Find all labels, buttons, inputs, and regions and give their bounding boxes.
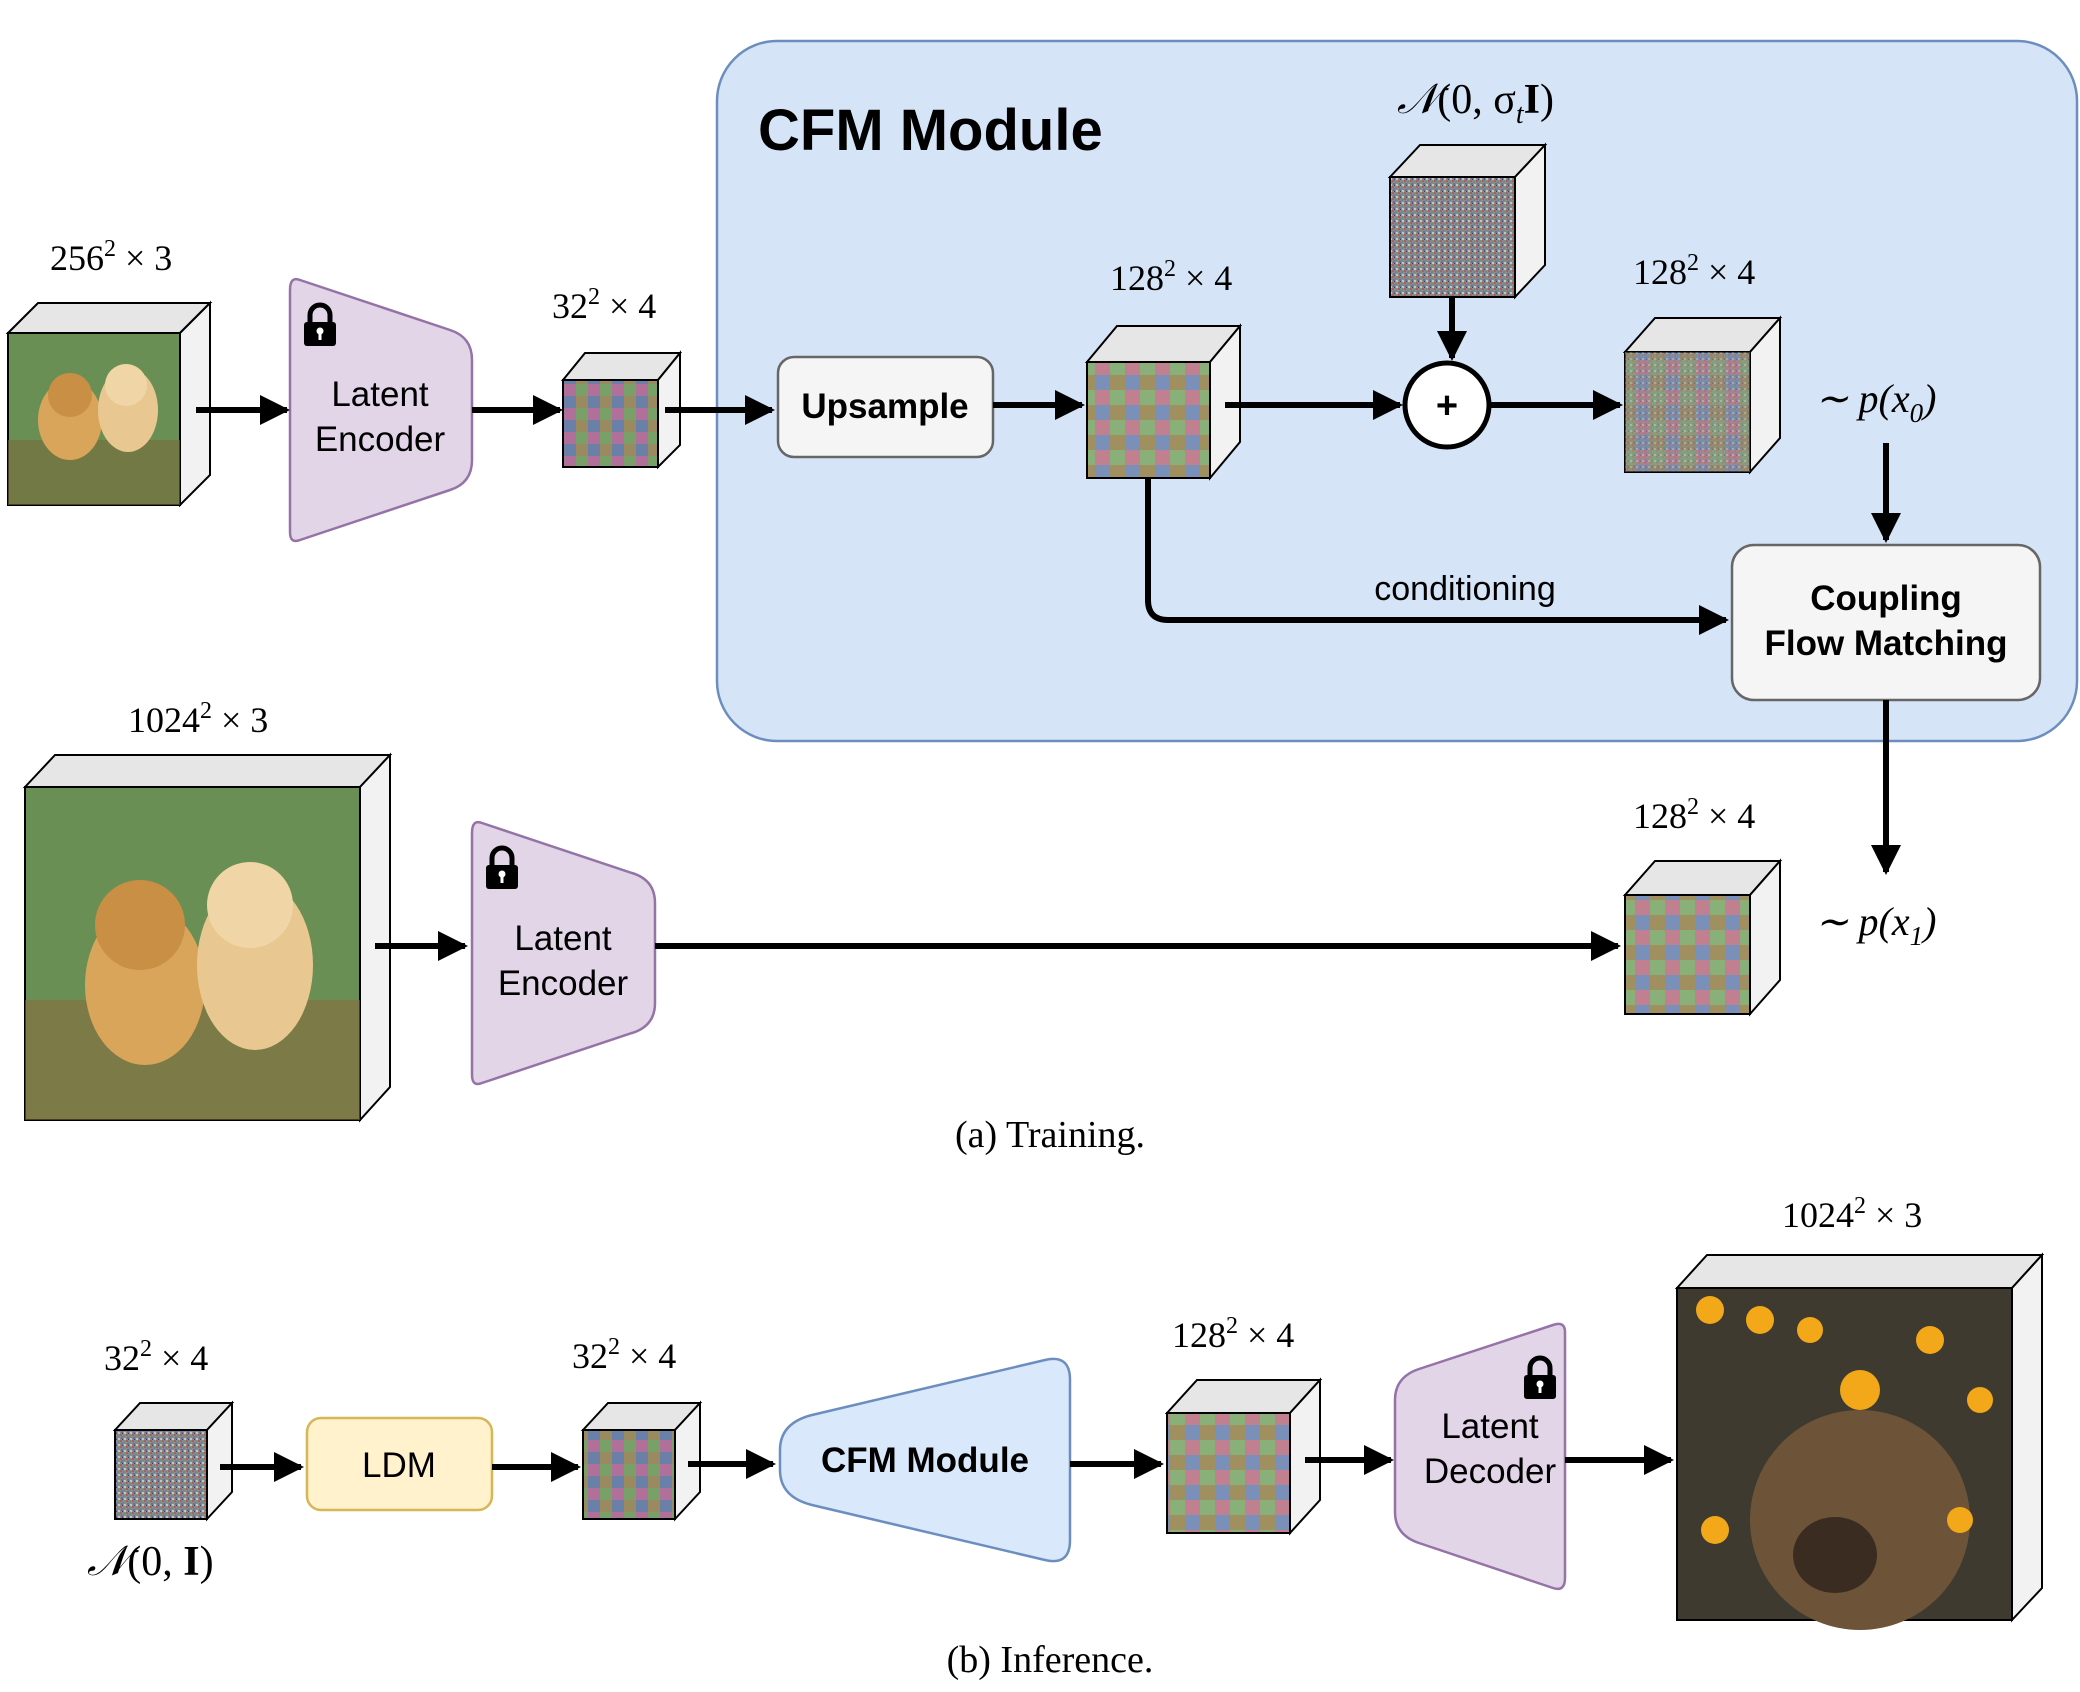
- conditioning-label: conditioning: [1374, 570, 1555, 608]
- training-caption: (a) Training.: [955, 1114, 1145, 1156]
- coupling-line1: Coupling: [1810, 579, 1962, 618]
- latent-cube-128-target: [1622, 858, 1783, 1017]
- noise-latent-cube: [112, 1400, 235, 1522]
- noise-latent-size-label: 322 × 4: [104, 1336, 208, 1378]
- p-x0-label: ∼ p(x0): [1815, 376, 1936, 428]
- input-large-size-label: 10242 × 3: [128, 698, 268, 740]
- input-image-cube-large: [22, 752, 393, 1123]
- cfm-module-label: CFM Module: [821, 1441, 1029, 1480]
- plus-symbol: +: [1436, 385, 1458, 427]
- latent-encoder-bottom: [470, 820, 657, 1086]
- latent-32-size-label: 322 × 4: [552, 284, 656, 326]
- standard-normal-label: 𝒩(0, I): [87, 1539, 214, 1585]
- input-image-cube-small: [5, 300, 213, 508]
- latent-cube-32: [560, 350, 683, 470]
- encoder-bottom-line1: Latent: [514, 919, 612, 958]
- latent-128-up-size-label: 1282 × 4: [1110, 256, 1232, 298]
- output-image-cube: [1674, 1252, 2045, 1630]
- p-x1-label: ∼ p(x1): [1815, 899, 1936, 951]
- cfm-module-title: CFM Module: [758, 98, 1103, 163]
- cfm-latent-size-label: 1282 × 4: [1172, 1313, 1294, 1355]
- cfm-latent-cube: [1164, 1377, 1323, 1536]
- latent-decoder-block: [1393, 1322, 1567, 1591]
- input-small-size-label: 2562 × 3: [50, 236, 172, 278]
- upsample-label: Upsample: [801, 387, 968, 426]
- coupling-line2: Flow Matching: [1764, 624, 2007, 663]
- coupling-flow-matching-box: [1730, 543, 2042, 702]
- latent-128-noisy-size-label: 1282 × 4: [1633, 250, 1755, 292]
- encoder-bottom-line2: Encoder: [498, 964, 629, 1003]
- decoder-line2: Decoder: [1424, 1452, 1557, 1491]
- output-size-label: 10242 × 3: [1782, 1193, 1922, 1235]
- noise-cube: [1387, 142, 1548, 300]
- inference-caption: (b) Inference.: [947, 1639, 1154, 1681]
- ldm-latent-size-label: 322 × 4: [572, 1334, 676, 1376]
- ldm-latent-cube: [580, 1400, 703, 1522]
- encoder-top-line2: Encoder: [315, 420, 446, 459]
- noise-distribution-label: 𝒩(0, σtI): [1397, 77, 1554, 130]
- cfm-module-block: [778, 1357, 1072, 1563]
- ldm-label: LDM: [362, 1446, 436, 1485]
- arrows: [196, 297, 1901, 1482]
- encoder-top-line1: Latent: [331, 375, 429, 414]
- decoder-line1: Latent: [1441, 1407, 1539, 1446]
- arrow-conditioning: [1145, 478, 1729, 635]
- latent-cube-128-noisy: [1622, 315, 1783, 475]
- latent-cube-128-up: [1084, 323, 1243, 481]
- latent-128-target-size-label: 1282 × 4: [1633, 794, 1755, 836]
